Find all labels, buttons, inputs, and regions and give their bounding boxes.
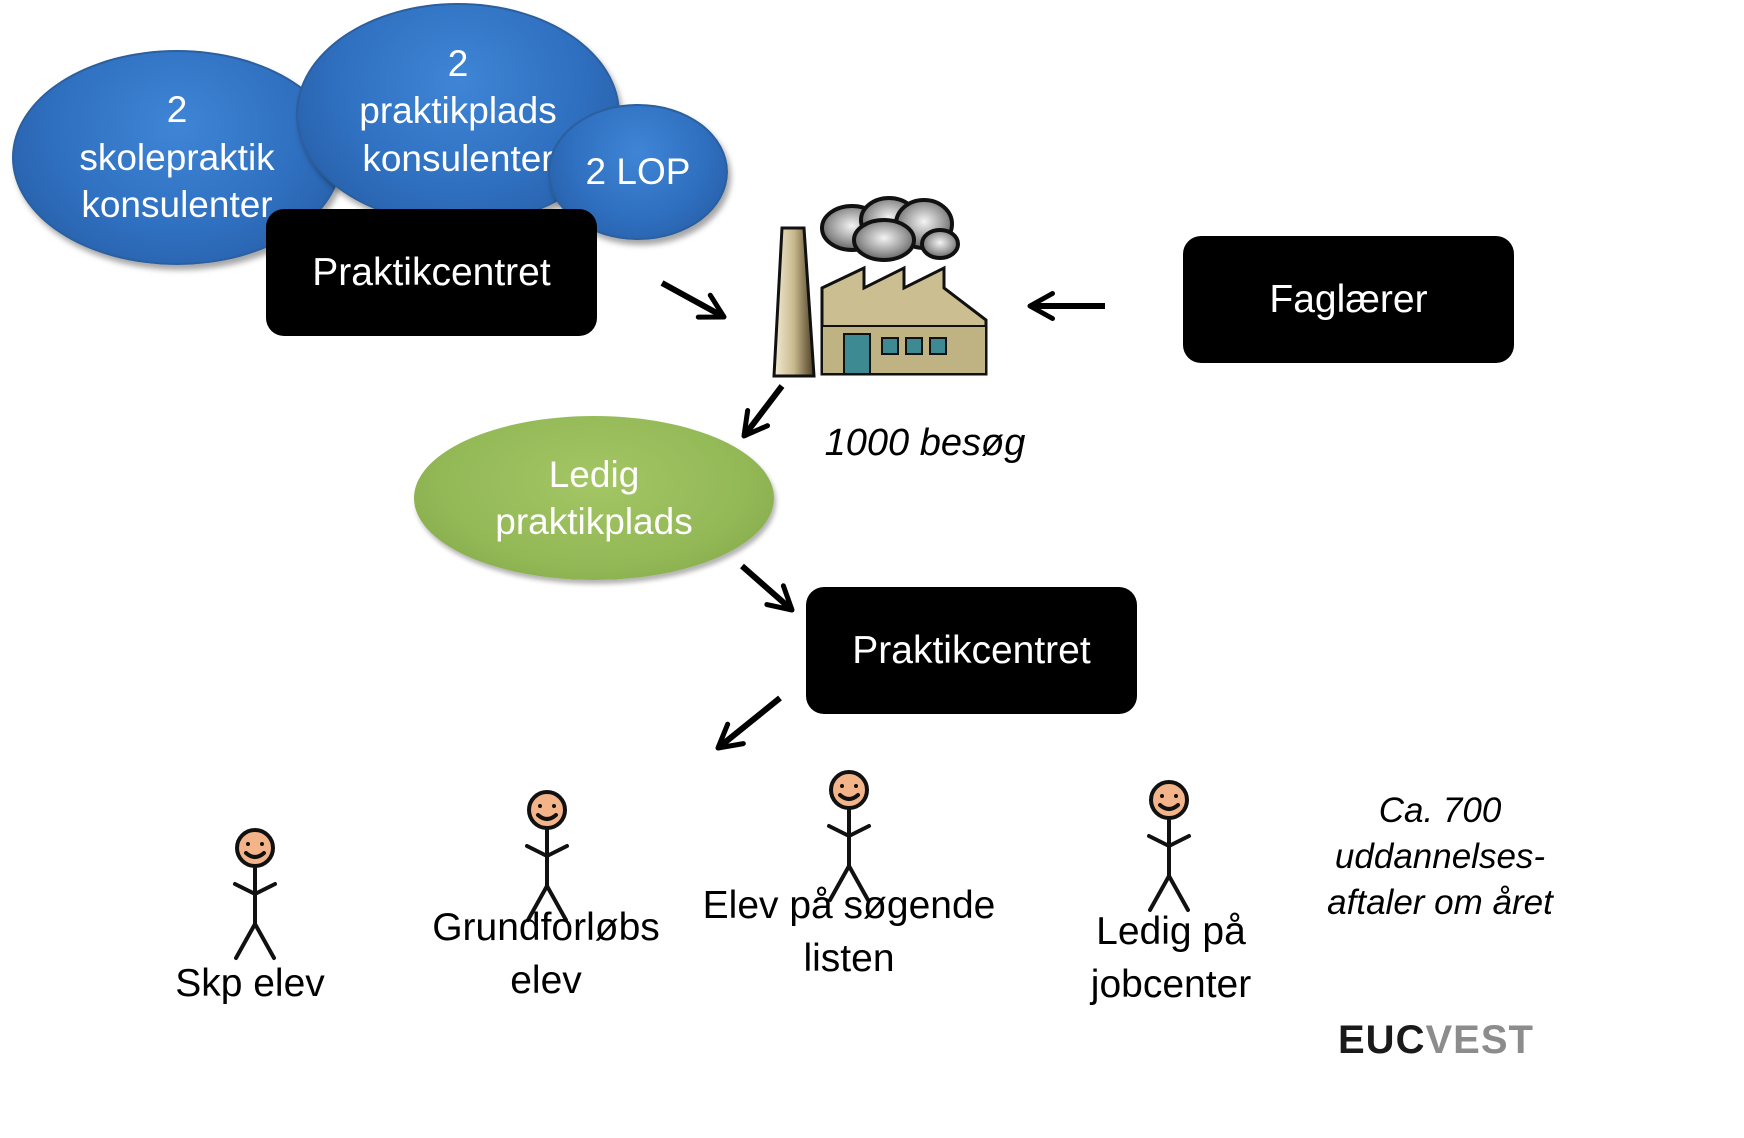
praktikplads-konsulenter-label: 2 praktikplads konsulenter xyxy=(359,42,557,179)
arrow-icon xyxy=(740,563,795,613)
faglaerer-label: Faglærer xyxy=(1269,277,1428,321)
factory-icon xyxy=(772,196,988,378)
stick-figure-icon xyxy=(233,828,277,960)
stick-figure-icon xyxy=(525,790,569,922)
arrow-icon xyxy=(715,695,782,751)
praktikcentret-top-box: Praktikcentret xyxy=(266,209,597,336)
praktikcentret-bottom-box: Praktikcentret xyxy=(806,587,1137,714)
skolepraktik-konsulenter-bubble: 2 skolepraktik konsulenter xyxy=(12,50,342,265)
arrow-icon xyxy=(660,280,727,320)
visits-note: 1000 besøg xyxy=(824,422,1026,464)
stick-figure-icon xyxy=(827,770,871,902)
annual-agreements-note: Ca. 700 uddannelses- aftaler om året xyxy=(1327,791,1553,923)
arrow-icon xyxy=(741,384,785,439)
person-label-grundforlobs-elev: Grundforløbs elev xyxy=(432,906,660,1002)
faglaerer-box: Faglærer xyxy=(1183,236,1514,363)
lop-label: 2 LOP xyxy=(585,151,691,192)
person-label-ledig-jobcenter: Ledig på jobcenter xyxy=(1090,910,1252,1006)
person-label-elev-sogende-listen: Elev på søgende listen xyxy=(702,884,996,980)
eucvest-logo: EUCVEST xyxy=(1338,1018,1534,1063)
logo-part-euc: EUC xyxy=(1338,1018,1426,1062)
logo-part-vest: VEST xyxy=(1425,1018,1534,1062)
ledig-praktikplads-label: Ledig praktikplads xyxy=(495,453,693,542)
praktikcentret-bottom-label: Praktikcentret xyxy=(852,628,1091,672)
ledig-praktikplads-bubble: Ledig praktikplads xyxy=(414,416,774,580)
praktikcentret-top-label: Praktikcentret xyxy=(312,250,551,294)
skolepraktik-label: 2 skolepraktik konsulenter xyxy=(79,89,275,226)
stick-figure-icon xyxy=(1147,780,1191,912)
smoke-cloud xyxy=(820,196,960,262)
person-label-skp-elev: Skp elev xyxy=(175,962,325,1005)
